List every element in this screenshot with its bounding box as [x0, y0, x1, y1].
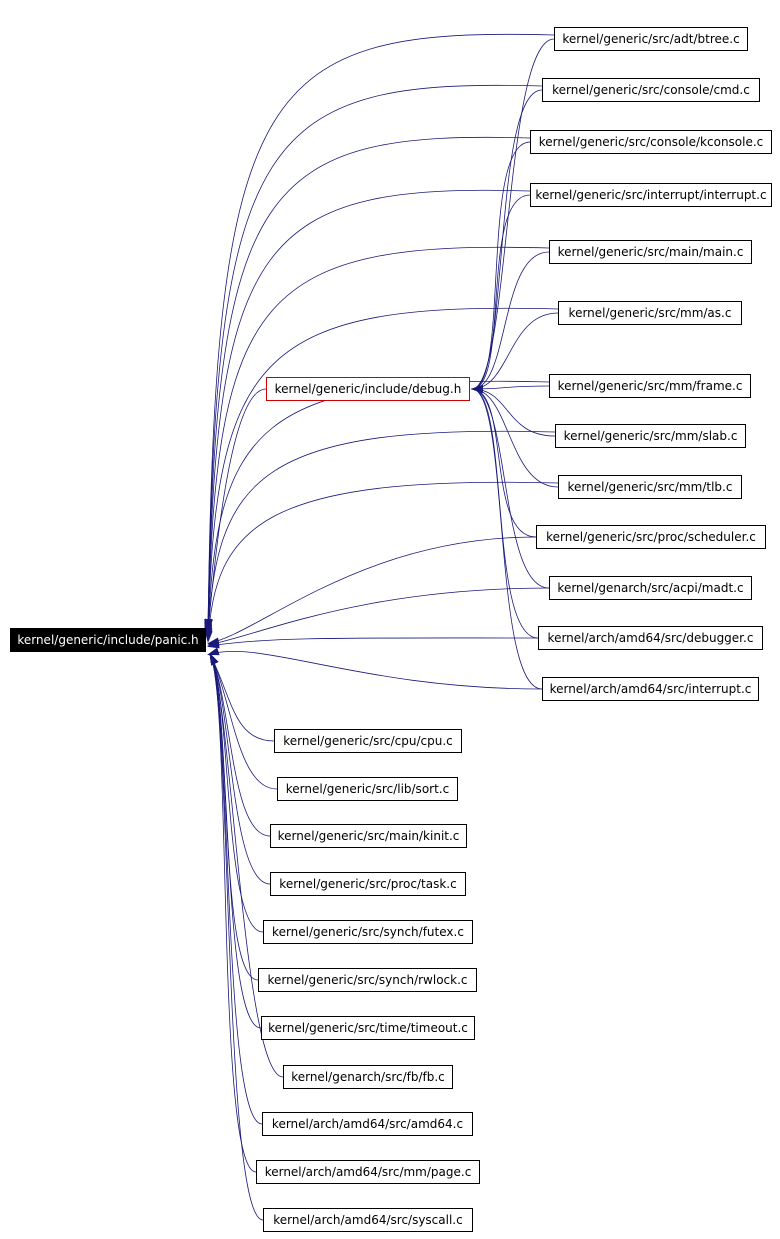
edge-to-panic [209, 653, 271, 837]
node-kinit-c[interactable]: kernel/generic/src/main/kinit.c [270, 824, 467, 848]
edge-to-debug [471, 251, 550, 393]
node-amd64-c[interactable]: kernel/arch/amd64/src/amd64.c [262, 1112, 473, 1136]
node-rwlock-c[interactable]: kernel/generic/src/synch/rwlock.c [258, 968, 477, 992]
edge-to-panic [204, 307, 559, 639]
node-timeout-c[interactable]: kernel/generic/src/time/timeout.c [261, 1016, 475, 1040]
edge-to-panic [209, 653, 275, 742]
edge-to-panic [209, 653, 263, 1125]
node-page-c[interactable]: kernel/arch/amd64/src/mm/page.c [256, 1160, 480, 1184]
node-debugger-c[interactable]: kernel/arch/amd64/src/debugger.c [538, 626, 763, 650]
node-futex-c[interactable]: kernel/generic/src/synch/futex.c [263, 920, 473, 944]
edge-to-panic [204, 189, 531, 636]
edge-to-debug [471, 385, 550, 589]
node-cpu-c[interactable]: kernel/generic/src/cpu/cpu.c [274, 729, 462, 753]
node-arch-interrupt-c[interactable]: kernel/arch/amd64/src/interrupt.c [542, 677, 759, 701]
edge-to-panic [207, 647, 543, 690]
edge-to-panic [207, 637, 539, 649]
node-btree-c[interactable]: kernel/generic/src/adt/btree.c [554, 27, 748, 51]
node-fb-c[interactable]: kernel/genarch/src/fb/fb.c [283, 1065, 453, 1089]
node-madt-c[interactable]: kernel/genarch/src/acpi/madt.c [549, 576, 752, 600]
edge-to-panic [209, 653, 271, 885]
edge-to-panic [207, 536, 537, 646]
edge-to-panic [209, 653, 264, 1221]
edge-to-panic [204, 430, 556, 642]
edge-to-panic [204, 84, 543, 633]
node-slab-c[interactable]: kernel/generic/src/mm/slab.c [555, 424, 746, 448]
edge-to-panic [209, 653, 278, 790]
edge-to-debug [471, 194, 531, 393]
node-main-c[interactable]: kernel/generic/src/main/main.c [549, 240, 752, 264]
edge-to-panic [204, 380, 550, 640]
node-as-c[interactable]: kernel/generic/src/mm/as.c [558, 301, 742, 325]
edge-to-panic [209, 653, 257, 1173]
edge-to-debug [471, 141, 531, 393]
edge-to-panic [204, 481, 559, 643]
node-debug-h[interactable]: kernel/generic/include/debug.h [266, 377, 470, 401]
edge-to-debug [471, 385, 556, 437]
edge-to-panic [204, 136, 531, 634]
edge-to-debug [471, 312, 559, 393]
node-cmd-c[interactable]: kernel/generic/src/console/cmd.c [542, 78, 760, 102]
node-interrupt-c[interactable]: kernel/generic/src/interrupt/interrupt.c [530, 183, 772, 207]
node-sort-c[interactable]: kernel/generic/src/lib/sort.c [277, 777, 458, 801]
node-kconsole-c[interactable]: kernel/generic/src/console/kconsole.c [530, 130, 772, 154]
edge-to-debug [471, 385, 543, 690]
node-scheduler-c[interactable]: kernel/generic/src/proc/scheduler.c [536, 525, 766, 549]
edge-to-panic [209, 653, 284, 1078]
node-frame-c[interactable]: kernel/generic/src/mm/frame.c [549, 374, 751, 398]
edge-to-panic [204, 33, 555, 631]
node-syscall-c[interactable]: kernel/arch/amd64/src/syscall.c [263, 1208, 473, 1232]
node-panic-h: kernel/generic/include/panic.h [10, 628, 206, 652]
edge-to-panic [207, 587, 550, 647]
edge-to-panic [209, 653, 262, 1029]
edge-to-panic [204, 246, 550, 637]
node-tlb-c[interactable]: kernel/generic/src/mm/tlb.c [558, 475, 742, 499]
edge-to-debug [471, 385, 537, 538]
edge-to-debug [471, 385, 539, 639]
node-task-c[interactable]: kernel/generic/src/proc/task.c [270, 872, 466, 896]
